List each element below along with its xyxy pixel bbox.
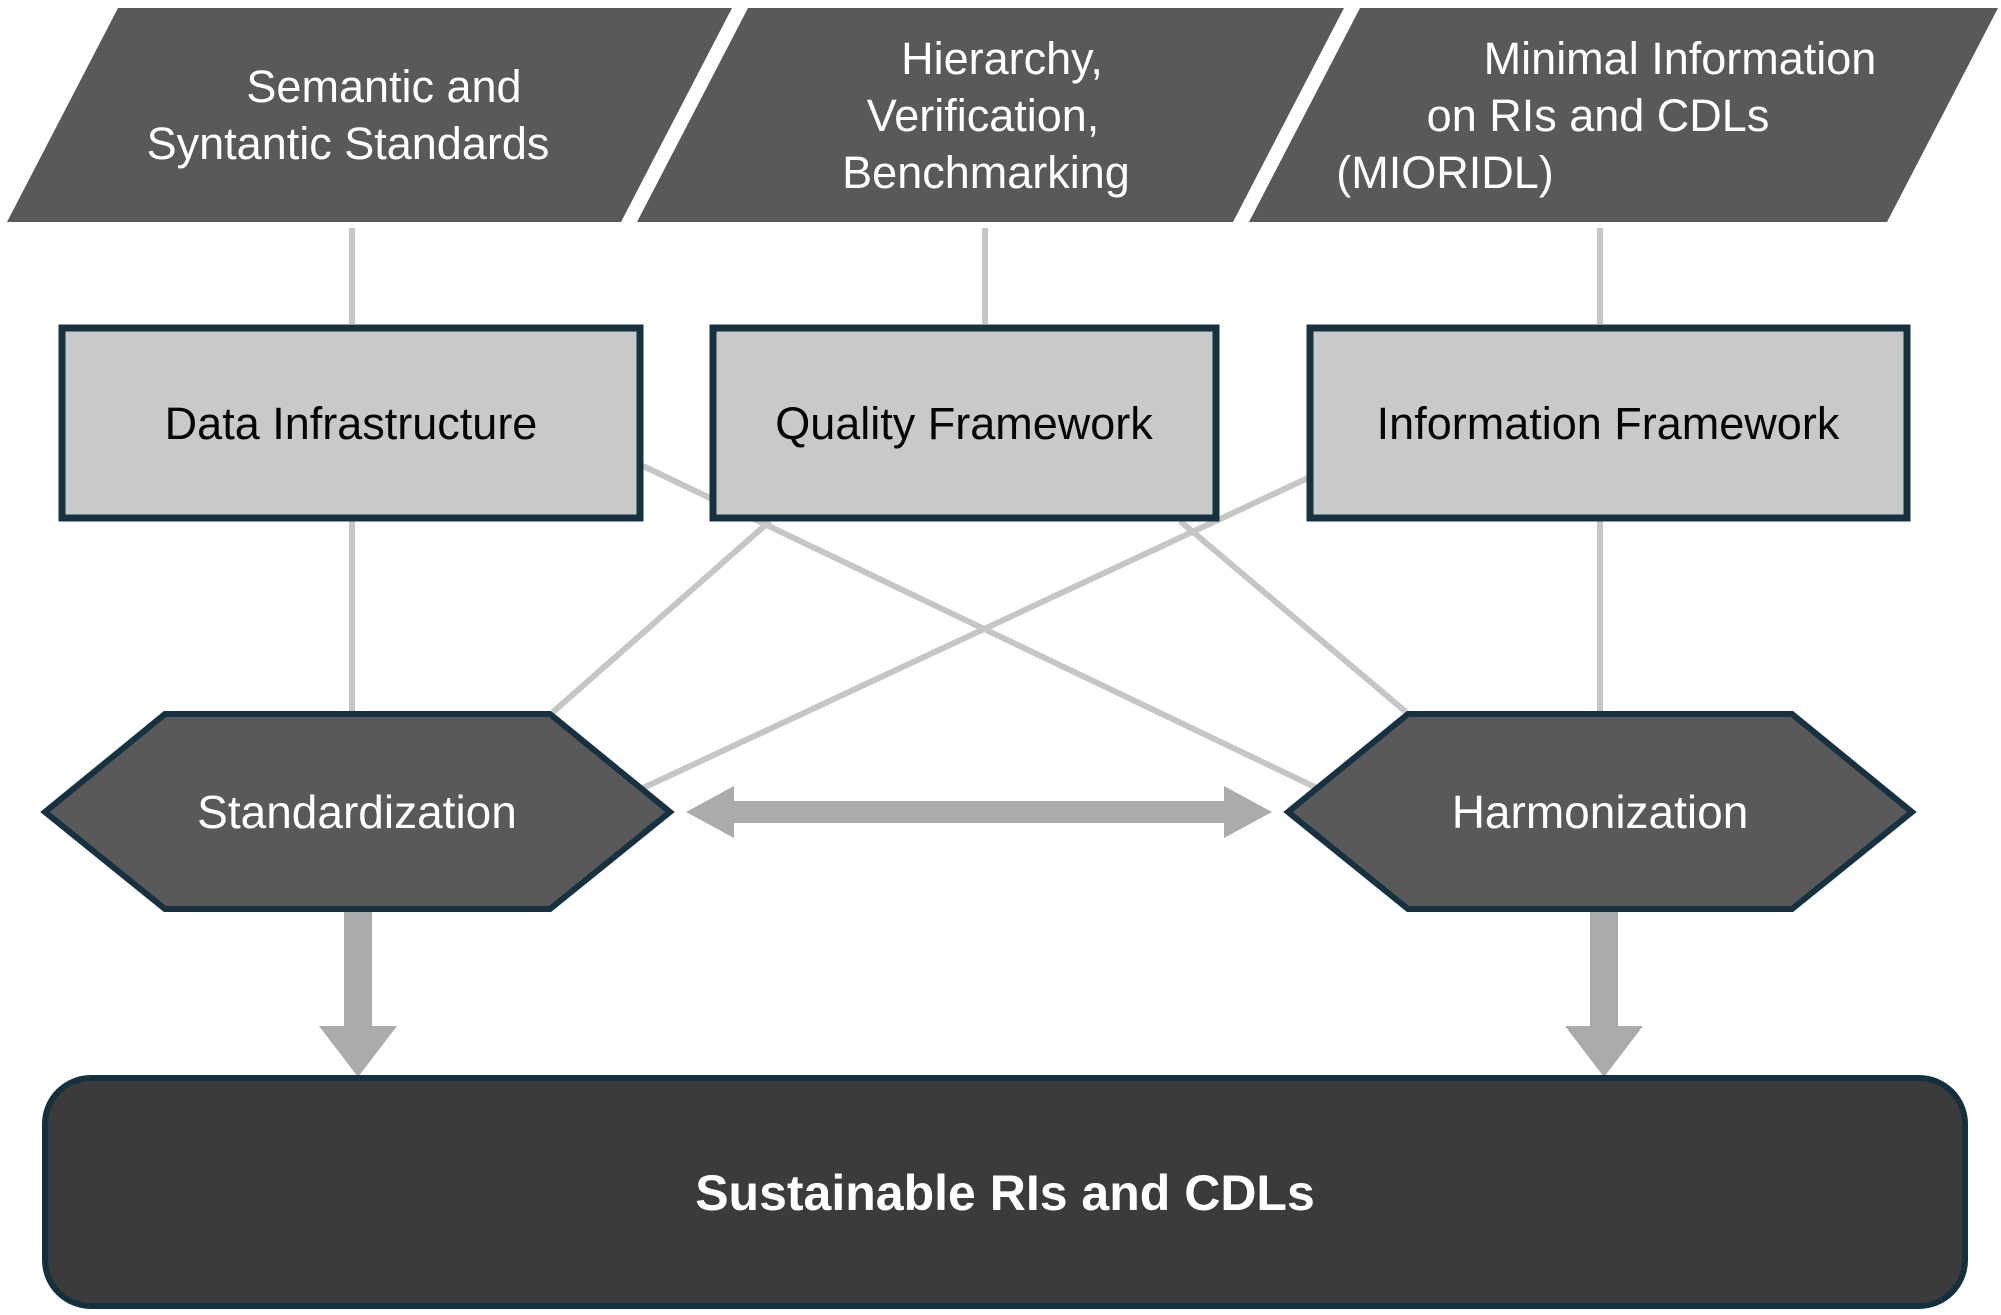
band-semantic-line-2: Syntantic Standards: [146, 118, 550, 169]
band-mioridl-line-1: Minimal Information: [1483, 33, 1877, 84]
harmonization-hexagon: [1283, 711, 1917, 912]
band-mioridl-line-3: (MIORIDL): [1336, 147, 1554, 198]
band-hierarchy-line-1: Hierarchy,: [901, 33, 1103, 84]
quality-framework-label: Quality Framework: [775, 398, 1153, 449]
data-infrastructure-box: [58, 324, 644, 522]
standardization-down-arrow: [319, 908, 397, 1077]
standardization-label: Standardization: [197, 786, 517, 838]
information-framework-label: Information Framework: [1376, 398, 1840, 449]
connector-information-framework-to-standardization: [641, 475, 1310, 791]
band-hierarchy-line-3: Benchmarking: [842, 147, 1130, 198]
harmonization-down-arrow: [1565, 908, 1643, 1077]
harmonization-label: Harmonization: [1451, 786, 1749, 838]
band-mioridl-line-2: on RIs and CDLs: [1426, 90, 1770, 141]
standardization-hexagon: [40, 711, 675, 912]
information-framework-box: [1306, 324, 1911, 522]
band-hierarchy-verification-benchmarking: [637, 8, 1344, 222]
band-hierarchy-line-2: Verification,: [866, 90, 1100, 141]
data-infrastructure-label: Data Infrastructure: [164, 398, 538, 449]
connector-quality-framework-to-harmonization: [1178, 518, 1408, 715]
connector-quality-framework-to-standardization: [551, 518, 772, 715]
sustainable-ris-cdls-bar: [42, 1075, 1968, 1309]
sustainable-ris-cdls-label: Sustainable RIs and CDLs: [695, 1165, 1315, 1221]
quality-framework-box: [709, 324, 1220, 522]
band-semantic-line-1: Semantic and: [246, 61, 522, 112]
standardization-harmonization-double-arrow: [686, 786, 1272, 838]
band-semantic-syntantic-standards: [7, 8, 732, 222]
band-minimal-information-mioridl: [1249, 8, 1998, 222]
